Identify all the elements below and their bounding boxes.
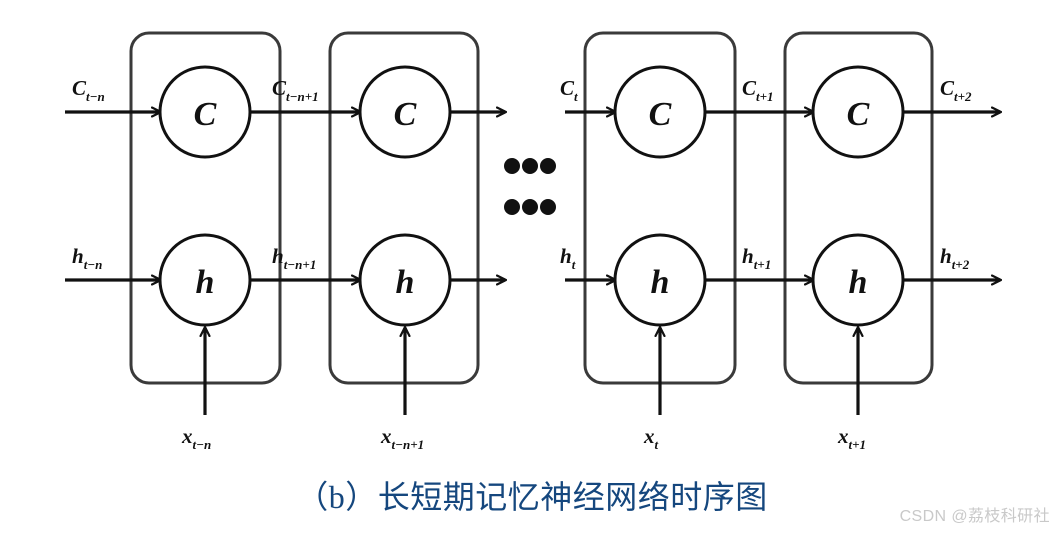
- hidden-state-labels: ht−n ht−n+1 ht ht+1 ht+2: [72, 244, 970, 272]
- hidden-node-letter-4: h: [849, 264, 868, 301]
- hidden-node-t: [613, 233, 707, 327]
- watermark: CSDN @荔枝科研社: [899, 508, 1050, 525]
- cell-node-t-plus-1: [811, 65, 905, 159]
- cell-node-letter-3: C: [649, 96, 672, 133]
- cell-label-t-plus-2: Ct+2: [940, 76, 972, 104]
- cell-node-t-minus-n: [158, 65, 252, 159]
- cell-label-t: Ct: [560, 76, 578, 104]
- continuation-dots: [504, 158, 556, 215]
- cell-node-t-minus-n-plus-1: [358, 65, 452, 159]
- cell-label-t-minus-n-plus-1: Ct−n+1: [272, 76, 319, 104]
- ellipsis-dot: [504, 199, 520, 215]
- input-arrows: [205, 328, 858, 415]
- input-label-t-plus-1: xt+1: [837, 424, 866, 452]
- cell-state-labels: Ct−n Ct−n+1 Ct Ct+1 Ct+2: [72, 76, 972, 104]
- cell-label-t-minus-n: Ct−n: [72, 76, 105, 104]
- cell-node-t: [613, 65, 707, 159]
- hidden-label-t-minus-n: ht−n: [72, 244, 102, 272]
- hidden-node-letter-3: h: [651, 264, 670, 301]
- hidden-node-letter-1: h: [196, 264, 215, 301]
- hidden-state-nodes: [158, 233, 905, 327]
- hidden-node-t-minus-n-plus-1: [358, 233, 452, 327]
- hidden-label-t-plus-1: ht+1: [742, 244, 771, 272]
- hidden-label-t-plus-2: ht+2: [940, 244, 970, 272]
- cell-node-letter-4: C: [847, 96, 870, 133]
- node-letters: C C C C h h h h: [194, 96, 870, 301]
- ellipsis-dot: [504, 158, 520, 174]
- input-label-t-minus-n-plus-1: xt−n+1: [380, 424, 424, 452]
- hidden-node-t-minus-n: [158, 233, 252, 327]
- hidden-node-t-plus-1: [811, 233, 905, 327]
- input-label-t: xt: [643, 424, 659, 452]
- cell-node-letter-2: C: [394, 96, 417, 133]
- ellipsis-dot: [540, 199, 556, 215]
- input-label-t-minus-n: xt−n: [181, 424, 211, 452]
- cell-label-t-plus-1: Ct+1: [742, 76, 774, 104]
- cell-node-letter-1: C: [194, 96, 217, 133]
- ellipsis-dot: [522, 199, 538, 215]
- hidden-node-letter-2: h: [396, 264, 415, 301]
- ellipsis-dot: [522, 158, 538, 174]
- cell-state-nodes: [158, 65, 905, 159]
- input-labels: xt−n xt−n+1 xt xt+1: [181, 424, 866, 452]
- ellipsis-dot: [540, 158, 556, 174]
- hidden-label-t: ht: [560, 244, 576, 272]
- figure-caption: （b）长短期记忆神经网络时序图: [296, 479, 768, 515]
- hidden-label-t-minus-n-plus-1: ht−n+1: [272, 244, 316, 272]
